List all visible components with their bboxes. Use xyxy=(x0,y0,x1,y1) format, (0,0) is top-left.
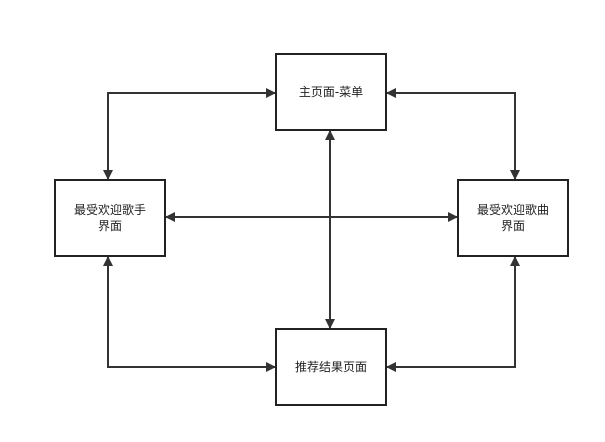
node-popular-songs-label: 最受欢迎歌曲 界面 xyxy=(476,203,549,233)
node-recommendation-results: 推荐结果页面 xyxy=(275,328,387,406)
node-popular-singers: 最受欢迎歌手 界面 xyxy=(54,179,166,257)
connector-main-to-songs xyxy=(386,88,520,180)
node-main-menu: 主页面-菜单 xyxy=(275,53,387,131)
node-popular-songs: 最受欢迎歌曲 界面 xyxy=(457,179,569,257)
connector-main-to-singers xyxy=(103,88,276,180)
node-main-menu-label: 主页面-菜单 xyxy=(298,85,364,99)
connector-singers-to-results xyxy=(103,256,276,372)
connector-songs-to-results xyxy=(386,256,520,372)
node-recommendation-results-label: 推荐结果页面 xyxy=(294,360,367,374)
node-popular-singers-label: 最受欢迎歌手 界面 xyxy=(73,203,146,233)
